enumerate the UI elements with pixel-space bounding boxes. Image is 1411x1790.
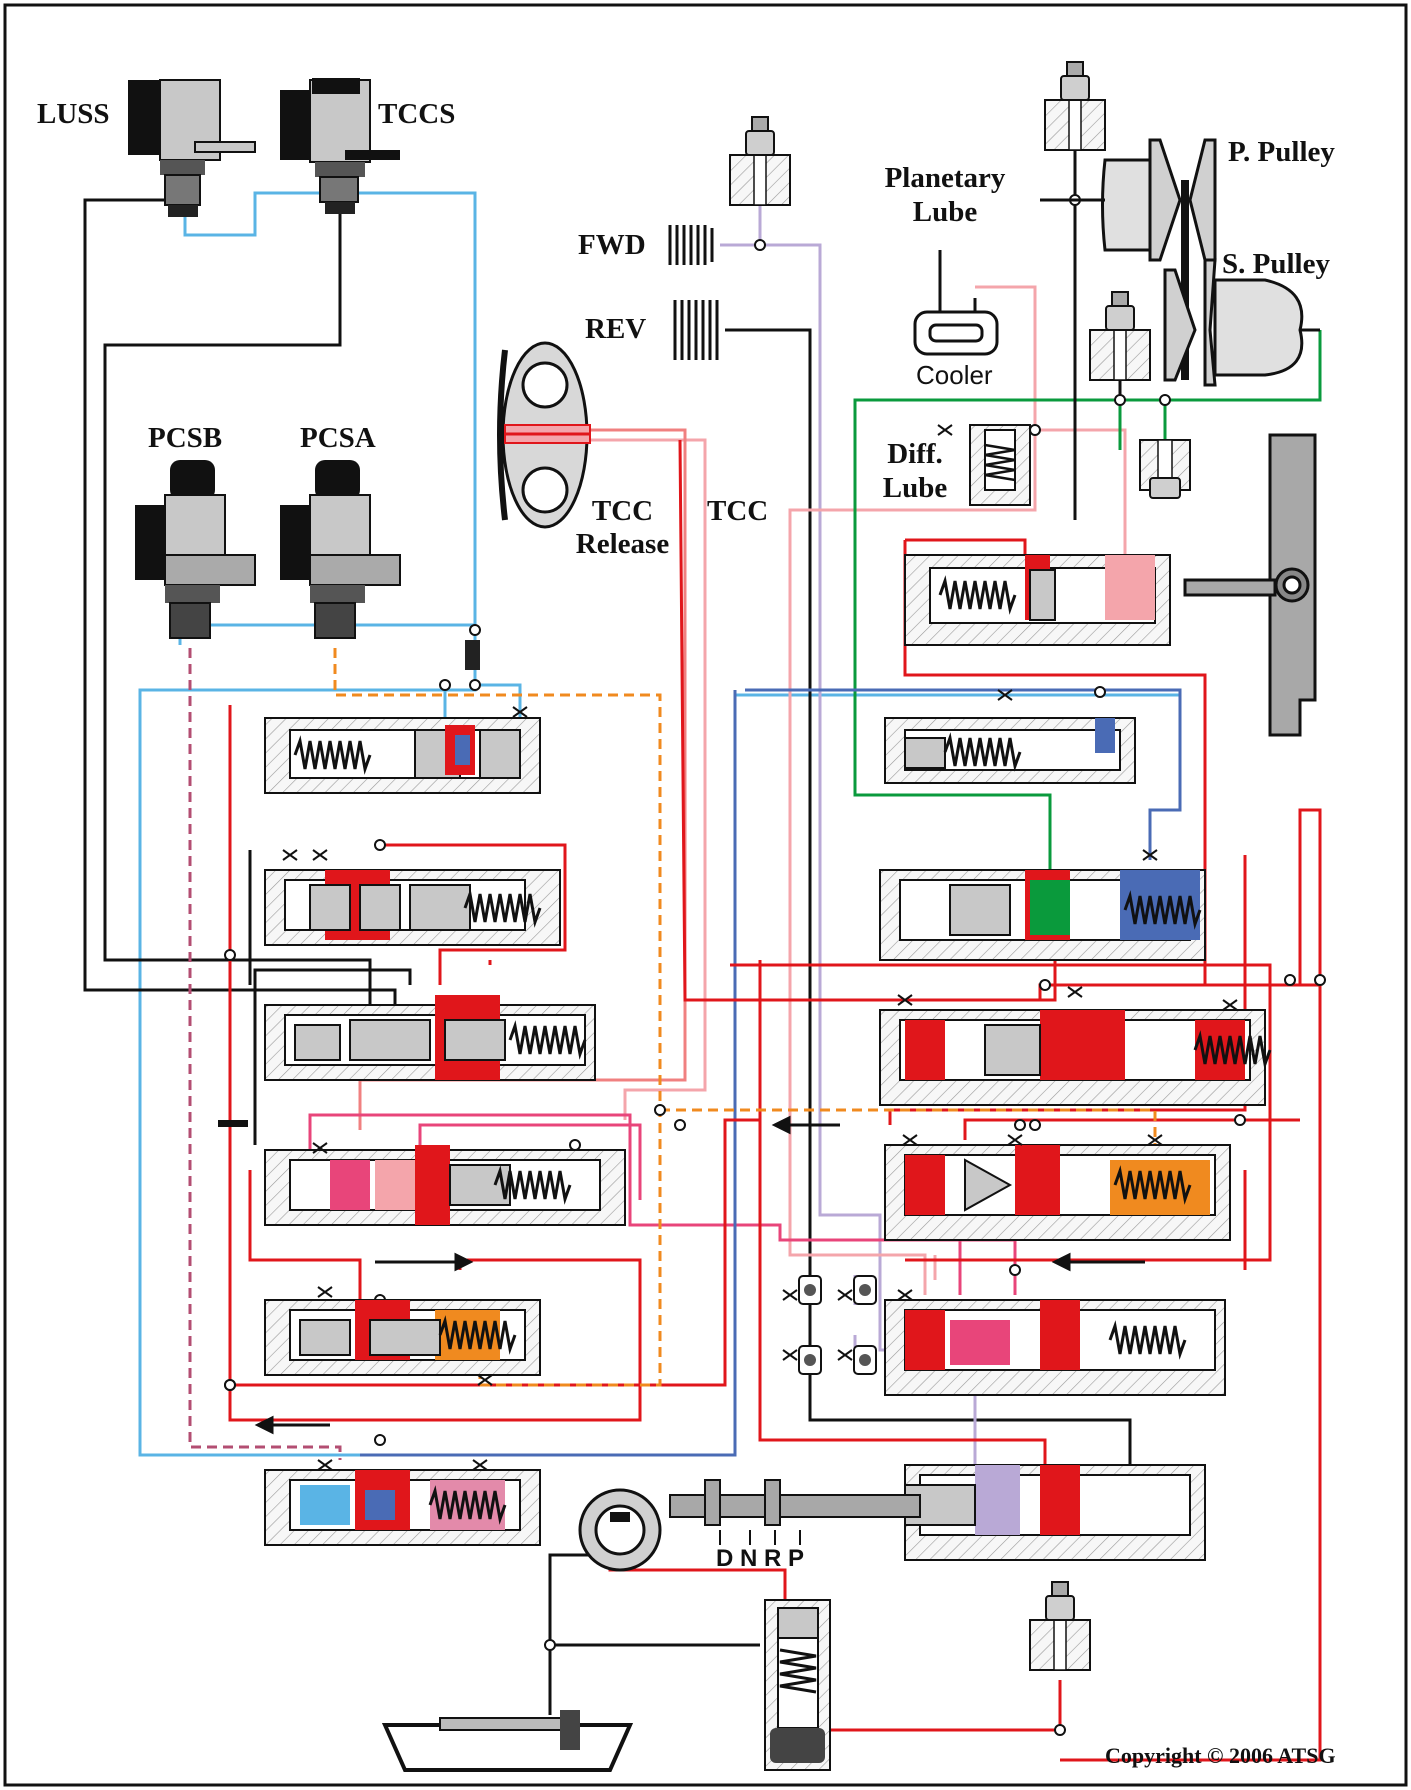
luss-signal-line <box>83 198 397 1010</box>
label-planetary-lube-line2: Lube <box>912 196 978 228</box>
line-pressure-left2 <box>228 955 760 1387</box>
label-copyright: Copyright © 2006 ATSG <box>1105 1743 1336 1768</box>
secondary-pulley <box>1163 258 1320 387</box>
pressure-relief <box>764 1599 831 1771</box>
s-pulley-sensor <box>1139 439 1191 499</box>
solenoid-cross-line <box>248 850 412 1145</box>
secondary-pressure-sensor <box>1089 291 1151 381</box>
exhaust-plug <box>218 1120 248 1127</box>
label-gear-positions: D N R P <box>716 1545 805 1572</box>
label-luss: LUSS <box>37 98 110 130</box>
flow-arrows <box>254 1115 1145 1435</box>
oil-pump <box>578 1488 662 1572</box>
cooler-line <box>788 285 1037 1295</box>
label-planetary-lube: Planetary Lube <box>870 164 1020 227</box>
fluid-lines <box>83 115 1322 1762</box>
rev-clutch <box>673 300 719 360</box>
luss-solenoid <box>128 79 256 217</box>
torque-converter <box>497 341 591 529</box>
label-pcsb: PCSB <box>148 422 223 454</box>
tccs-solenoid <box>280 78 400 214</box>
primary-signal-line <box>745 688 1182 860</box>
label-fwd: FWD <box>578 229 646 261</box>
label-diff-lube: Diff. Lube <box>870 440 960 503</box>
pcsb-signal-line <box>188 648 342 1460</box>
top-pressure-sensor <box>1044 61 1106 151</box>
line-pressure-v3 <box>380 843 567 985</box>
label-tcc-release: TCC Release <box>570 497 675 559</box>
pcsa-solenoid <box>280 460 401 639</box>
oil-pan <box>381 1710 634 1772</box>
pump-suction <box>548 1553 760 1715</box>
tcc-release-line <box>358 428 687 1130</box>
valve-bodies <box>264 717 626 1546</box>
line-pressure-bottom <box>758 960 1047 1465</box>
cooler <box>913 250 999 356</box>
lower-pressure-sensor <box>1029 1581 1091 1671</box>
label-diff-lube-line1: Diff. <box>887 438 943 470</box>
secondary-pulley-line <box>853 330 1322 870</box>
valve-bodies-right <box>669 554 1272 1561</box>
sensor-line <box>1040 115 1077 520</box>
label-tcc: TCC <box>707 495 769 527</box>
primary-signal-line-2 <box>360 690 737 1457</box>
label-diff-lube-line2: Lube <box>882 472 948 504</box>
check-valve-2 <box>853 1275 877 1305</box>
label-cooler: Cooler <box>916 360 993 390</box>
label-rev: REV <box>585 313 647 345</box>
tccs-signal-line <box>103 210 372 1010</box>
fwd-branch <box>720 195 857 1350</box>
label-s-pulley: S. Pulley <box>1222 248 1330 280</box>
label-tccs: TCCS <box>378 98 456 130</box>
fwd-pressure-sensor <box>729 116 791 206</box>
primary-pulley <box>1040 138 1217 380</box>
shift-lever <box>1183 433 1317 737</box>
line-pressure-v4 <box>248 1170 362 1305</box>
label-p-pulley: P. Pulley <box>1228 136 1335 168</box>
label-pcsa: PCSA <box>300 422 376 454</box>
fwd-clutch <box>668 225 714 265</box>
pcsa-signal-line <box>333 648 1157 1387</box>
pcsb-solenoid <box>135 460 256 639</box>
label-tcc-release-line2: Release <box>575 528 670 560</box>
diff-lube-valve <box>969 424 1031 506</box>
label-planetary-lube-line1: Planetary <box>884 162 1006 194</box>
check-valve-1 <box>798 1275 822 1305</box>
label-tcc-release-line1: TCC <box>591 495 654 527</box>
s-pulley-sensor-branch <box>1118 400 1167 450</box>
check-valve-4 <box>853 1345 877 1375</box>
check-valve-3 <box>798 1345 822 1375</box>
line-pressure-mid <box>730 963 1272 1262</box>
rev-line <box>725 328 1132 1465</box>
lube-branch <box>418 1123 962 1295</box>
diagram-frame <box>3 3 1408 1787</box>
inline-filter <box>465 640 480 670</box>
tcc-apply-line <box>590 438 707 1120</box>
